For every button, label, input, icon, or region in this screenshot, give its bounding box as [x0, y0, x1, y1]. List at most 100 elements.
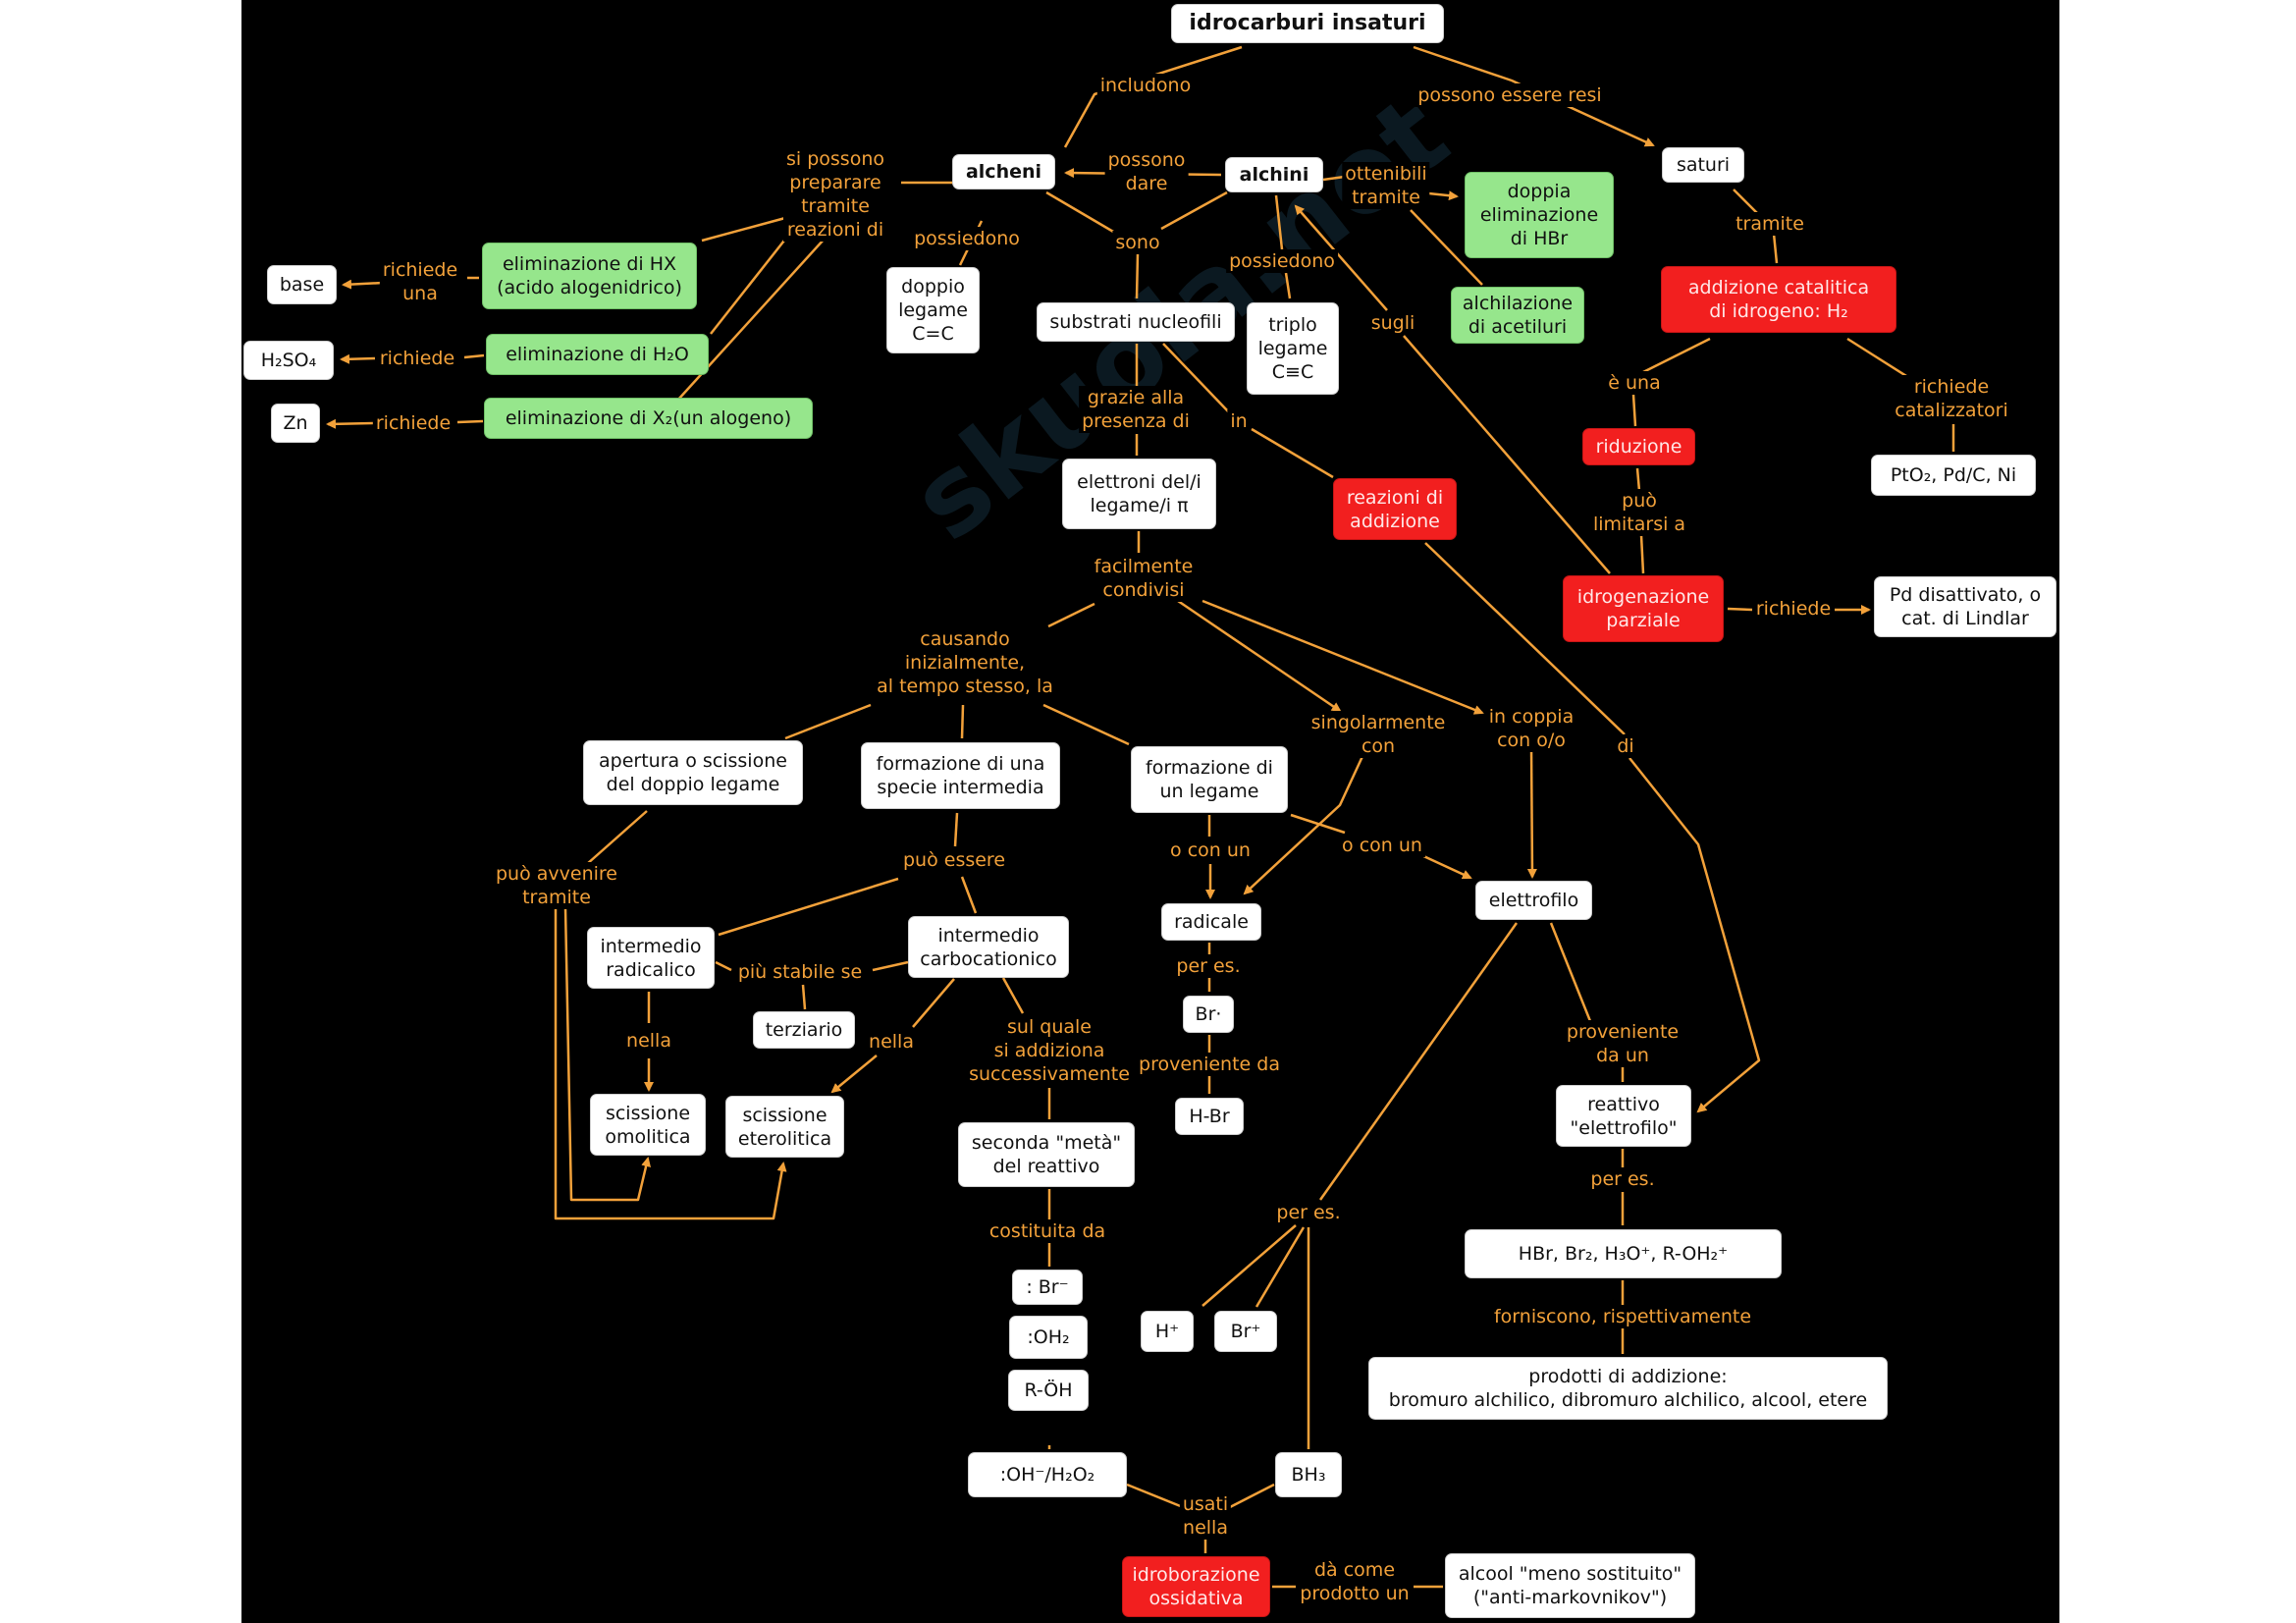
- link-17: [326, 418, 374, 429]
- link-label: sul quale si addiziona successivamente: [966, 1015, 1133, 1086]
- link-58: [563, 907, 652, 1202]
- node-int-carbocationico: intermedio carbocationico: [908, 916, 1069, 978]
- node-add-catalitica: addizione catalitica di idrogeno: H₂: [1661, 266, 1896, 333]
- link-label: di: [1614, 734, 1637, 758]
- link-39: [1629, 757, 1761, 1113]
- link-25: [1403, 335, 1611, 574]
- link-label: facilmente condivisi: [1091, 555, 1197, 602]
- link-23: [1284, 272, 1292, 299]
- link-24: [1294, 204, 1388, 311]
- node-oh2: :OH₂: [1009, 1316, 1088, 1359]
- link-19: [1045, 190, 1121, 238]
- link-5: [1410, 209, 1483, 286]
- node-h2so4: H₂SO₄: [243, 341, 334, 380]
- link-label: dà come prodotto un: [1297, 1558, 1413, 1605]
- link-78: [1318, 922, 1519, 1201]
- link-21: [1135, 252, 1140, 299]
- link-7: [1772, 233, 1779, 264]
- link-47: [1243, 751, 1366, 895]
- node-alcheni: alcheni: [952, 154, 1055, 189]
- link-label: o con un: [1339, 834, 1425, 857]
- link-label: possiedono: [911, 227, 1023, 250]
- link-65: [830, 1055, 878, 1094]
- node-elim-x2: eliminazione di X₂(un alogeno): [484, 398, 813, 439]
- link-37: [1251, 427, 1334, 479]
- link-label: per es.: [1173, 954, 1244, 978]
- link-64: [912, 978, 955, 1028]
- link-label: sugli: [1367, 311, 1418, 335]
- link-13: [342, 279, 384, 290]
- link-26: [1640, 337, 1711, 375]
- link-label: possono dare: [1104, 148, 1189, 195]
- link-label: ottenibili tramite: [1342, 162, 1430, 209]
- link-85: [1126, 1483, 1184, 1509]
- link-9: [701, 216, 786, 243]
- link-10: [710, 231, 792, 335]
- link-66: [1001, 977, 1025, 1014]
- link-20: [1160, 190, 1228, 231]
- link-57: [554, 908, 787, 1220]
- node-base: base: [267, 265, 337, 304]
- node-prodotti: prodotti di addizione: bromuro alchilico…: [1368, 1357, 1888, 1420]
- link-51: [1290, 813, 1346, 835]
- link-22: [1274, 194, 1284, 250]
- link-label: sono: [1112, 231, 1163, 254]
- node-oh-h2o2: :OH⁻/H₂O₂: [968, 1452, 1127, 1497]
- node-reazioni-add: reazioni di addizione: [1333, 478, 1457, 540]
- node-elim-h2o: eliminazione di H₂O: [486, 334, 709, 375]
- link-43: [1201, 599, 1484, 715]
- link-label: possono essere resi: [1415, 83, 1605, 107]
- node-elettrofilo: elettrofilo: [1475, 881, 1592, 920]
- node-bh3: BH₃: [1275, 1452, 1342, 1497]
- node-elettroni: elettroni del/i legame/i π: [1062, 459, 1216, 529]
- link-41: [1047, 602, 1095, 628]
- link-label: in coppia con o/o: [1485, 705, 1577, 752]
- node-scissione-omo: scissione omolitica: [590, 1094, 706, 1156]
- link-38: [1424, 542, 1626, 735]
- link-label: includono: [1096, 74, 1195, 97]
- node-radicale: radicale: [1161, 903, 1261, 941]
- node-terziario: terziario: [753, 1011, 855, 1049]
- node-hbr: H-Br: [1175, 1098, 1244, 1135]
- link-label: per es.: [1273, 1201, 1344, 1224]
- link-61: [872, 960, 909, 972]
- node-h-plus: H⁺: [1141, 1311, 1194, 1352]
- link-28: [1846, 337, 1915, 383]
- node-title: idrocarburi insaturi: [1171, 4, 1444, 43]
- link-14: [463, 353, 485, 359]
- link-36: [1162, 343, 1230, 413]
- link-label: in: [1227, 409, 1251, 433]
- link-46: [1042, 703, 1130, 746]
- link-30: [1635, 467, 1641, 492]
- link-27: [1631, 394, 1637, 427]
- link-42: [1177, 599, 1342, 713]
- link-32: [1727, 607, 1753, 612]
- link-label: proveniente da un: [1563, 1020, 1682, 1067]
- link-53: [953, 812, 959, 847]
- link-label: o con un: [1167, 839, 1254, 862]
- node-elim-hx: eliminazione di HX (acido alogenidrico): [482, 243, 697, 309]
- link-label: richiede: [376, 347, 458, 370]
- link-label: nella: [623, 1029, 674, 1053]
- node-br-minus: : Br⁻: [1012, 1270, 1083, 1305]
- node-ptO2: PtO₂, Pd/C, Ni: [1871, 455, 2036, 496]
- link-label: causando inizialmente, al tempo stesso, …: [874, 627, 1056, 698]
- link-label: usati nella: [1179, 1492, 1232, 1540]
- node-idrogenazione: idrogenazione parziale: [1563, 575, 1724, 642]
- node-formazione-legame: formazione di un legame: [1131, 746, 1288, 813]
- node-doppia-elim: doppia eliminazione di HBr: [1465, 172, 1614, 258]
- link-54: [718, 877, 899, 937]
- link-45: [960, 704, 965, 739]
- link-label: grazie alla presenza di: [1079, 386, 1193, 433]
- link-label: più stabile se: [734, 960, 866, 984]
- node-alchilazione: alchilazione di acetiluri: [1451, 287, 1584, 344]
- link-label: possiedono: [1226, 249, 1338, 273]
- link-59: [715, 960, 732, 972]
- link-label: costituita da: [986, 1219, 1109, 1243]
- node-roh: R-ÖH: [1008, 1370, 1089, 1411]
- link-80: [1255, 1226, 1306, 1308]
- link-label: forniscono, rispettivamente: [1490, 1305, 1755, 1328]
- link-16: [456, 419, 484, 424]
- link-label: per es.: [1587, 1167, 1658, 1191]
- link-label: tramite: [1733, 212, 1807, 236]
